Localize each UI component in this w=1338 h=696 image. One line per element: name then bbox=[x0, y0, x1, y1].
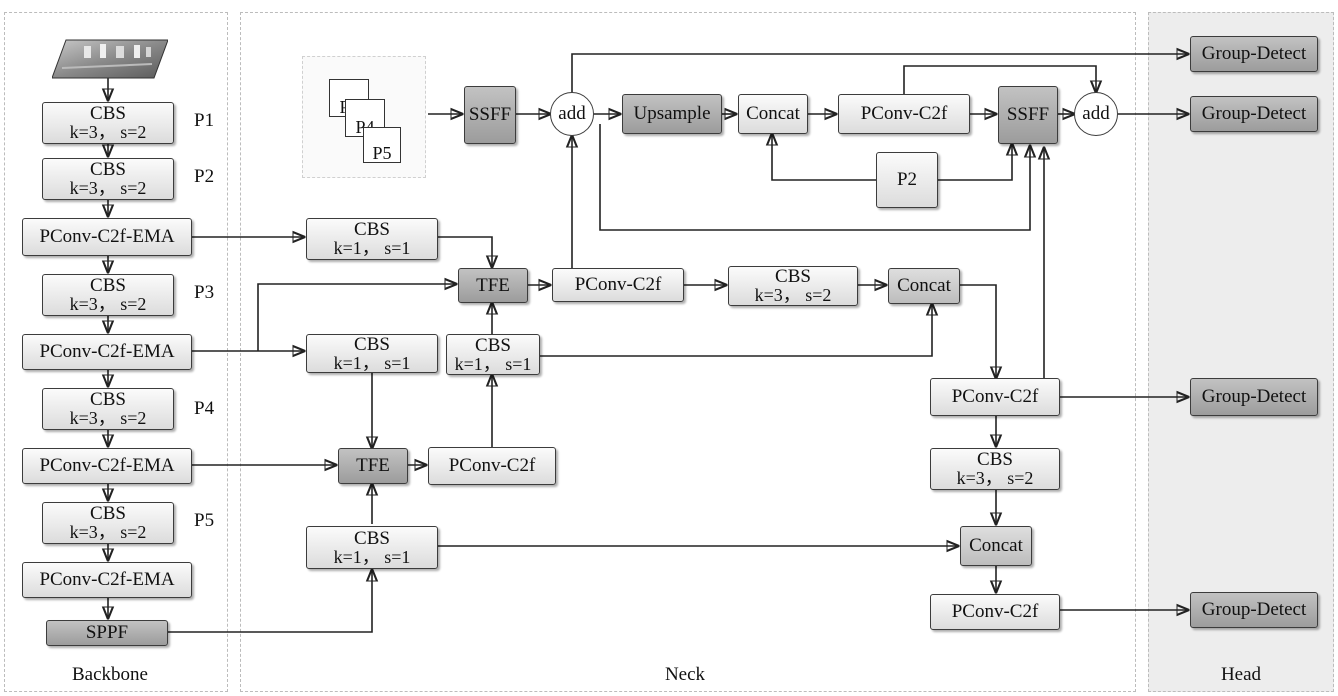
neck-pconv-c2f-middle: PConv-C2f bbox=[428, 447, 556, 485]
cbs-params: k=1， s=1 bbox=[333, 546, 411, 567]
multiscale-inset: P3 P4 P5 bbox=[302, 56, 426, 178]
neck-pconv-c2f-right-1: PConv-C2f bbox=[930, 378, 1060, 416]
inset-p5: P5 bbox=[363, 127, 401, 163]
neck-label: Neck bbox=[664, 664, 706, 685]
cbs-title: CBS bbox=[354, 527, 390, 549]
backbone-cbs-5: CBS k=3， s=2 bbox=[42, 502, 174, 544]
backbone-panel bbox=[4, 12, 228, 692]
cbs-params: k=3， s=2 bbox=[69, 178, 147, 198]
ssff-block-1: SSFF bbox=[464, 86, 516, 144]
add-node-1: add bbox=[550, 92, 594, 136]
p3-label: P3 bbox=[194, 282, 215, 303]
cbs-title: CBS bbox=[354, 219, 390, 240]
backbone-cbs-4: CBS k=3， s=2 bbox=[42, 388, 174, 430]
backbone-cbs-3: CBS k=3， s=2 bbox=[42, 274, 174, 316]
backbone-pconv-c2f-ema-1: PConv-C2f-EMA bbox=[22, 218, 192, 256]
add-node-2: add bbox=[1074, 92, 1118, 136]
neck-panel bbox=[240, 12, 1136, 692]
cbs-title: CBS bbox=[90, 275, 126, 296]
cbs-params: k=3， s=2 bbox=[69, 294, 147, 314]
p4-label: P4 bbox=[194, 398, 215, 419]
top-pconv-c2f-block: PConv-C2f bbox=[838, 94, 970, 134]
tfe-block-lower: TFE bbox=[338, 448, 408, 484]
cbs-params: k=3， s=2 bbox=[69, 522, 147, 542]
cbs-title: CBS bbox=[354, 333, 390, 355]
cbs-params: k=1， s=1 bbox=[454, 353, 532, 374]
neck-cbs-f: CBS k=3， s=2 bbox=[930, 448, 1060, 490]
neck-concat-lower: Concat bbox=[960, 526, 1032, 566]
p1-label: P1 bbox=[194, 110, 215, 131]
neck-cbs-c: CBS k=1， s=1 bbox=[306, 334, 438, 373]
cbs-params: k=1， s=1 bbox=[333, 238, 411, 258]
group-detect-4: Group-Detect bbox=[1190, 592, 1318, 628]
neck-concat-upper: Concat bbox=[888, 268, 960, 304]
cbs-title: CBS bbox=[90, 389, 126, 410]
group-detect-1: Group-Detect bbox=[1190, 36, 1318, 72]
cbs-title: CBS bbox=[775, 266, 811, 287]
top-concat-block: Concat bbox=[738, 94, 808, 134]
cbs-params: k=3， s=2 bbox=[754, 285, 832, 305]
p2-block: P2 bbox=[876, 152, 938, 208]
backbone-label: Backbone bbox=[72, 664, 148, 685]
neck-pconv-c2f-right-2: PConv-C2f bbox=[930, 594, 1060, 630]
tfe-block-upper: TFE bbox=[458, 268, 528, 303]
backbone-cbs-1: CBS k=3， s=2 bbox=[42, 102, 174, 144]
cbs-params: k=1， s=1 bbox=[333, 352, 411, 373]
upsample-block: Upsample bbox=[622, 94, 722, 134]
cbs-title: CBS bbox=[977, 449, 1013, 470]
neck-pconv-c2f-upper: PConv-C2f bbox=[552, 268, 684, 302]
backbone-pconv-c2f-ema-3: PConv-C2f-EMA bbox=[22, 448, 192, 484]
neck-cbs-b: CBS k=3， s=2 bbox=[728, 266, 858, 306]
group-detect-3: Group-Detect bbox=[1190, 378, 1318, 416]
neck-cbs-d: CBS k=1， s=1 bbox=[446, 334, 540, 375]
cbs-title: CBS bbox=[475, 334, 511, 356]
p2-label: P2 bbox=[194, 166, 215, 187]
backbone-cbs-2: CBS k=3， s=2 bbox=[42, 158, 174, 200]
cbs-title: CBS bbox=[90, 103, 126, 124]
neck-cbs-e: CBS k=1， s=1 bbox=[306, 526, 438, 569]
input-image-thumbnail bbox=[52, 39, 168, 79]
head-label: Head bbox=[1220, 664, 1262, 685]
backbone-pconv-c2f-ema-2: PConv-C2f-EMA bbox=[22, 334, 192, 370]
backbone-pconv-c2f-ema-4: PConv-C2f-EMA bbox=[22, 562, 192, 598]
cbs-params: k=3， s=2 bbox=[956, 468, 1034, 488]
group-detect-2: Group-Detect bbox=[1190, 96, 1318, 132]
cbs-title: CBS bbox=[90, 159, 126, 180]
cbs-params: k=3， s=2 bbox=[69, 408, 147, 428]
ssff-block-2: SSFF bbox=[998, 86, 1058, 144]
cbs-title: CBS bbox=[90, 503, 126, 524]
cbs-params: k=3， s=2 bbox=[69, 122, 147, 142]
sppf-block: SPPF bbox=[46, 620, 168, 646]
neck-cbs-a: CBS k=1， s=1 bbox=[306, 218, 438, 260]
p5-label: P5 bbox=[194, 510, 215, 531]
